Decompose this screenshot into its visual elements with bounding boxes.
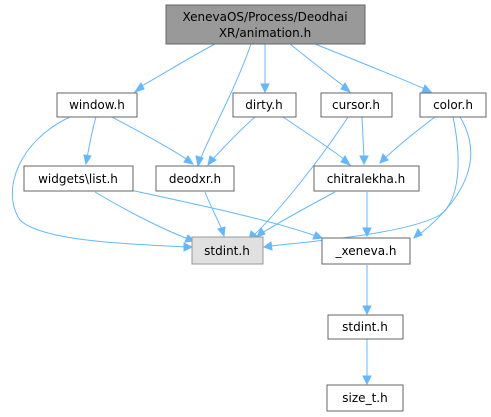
edge-window-widgets-arrow: [83, 154, 92, 166]
node-cursor[interactable]: cursor.h: [320, 92, 393, 118]
node-root[interactable]: XenevaOS/Process/Deodhai XR/animation.h: [165, 4, 366, 45]
node-size-t[interactable]: size_t.h: [326, 384, 404, 412]
edge-dirty-chitralekha-arrow: [340, 155, 352, 166]
stdint2-label: stdint.h: [342, 320, 388, 334]
edge-color-stdint-arrow: [262, 241, 273, 251]
edge-window-deodxr-arrow: [183, 155, 195, 165]
edge-window-widgets: [86, 116, 97, 159]
node-dirty[interactable]: dirty.h: [232, 92, 297, 118]
edge-cursor-chitralekha-arrow: [359, 155, 369, 166]
edge-widgets-stdint: [94, 191, 189, 240]
edge-root-color: [314, 43, 426, 90]
edge-stdint2-sizet-arrow: [362, 375, 372, 386]
edge-widgets-xeneva-arrow: [312, 231, 324, 240]
node-window[interactable]: window.h: [56, 92, 138, 118]
chitralekha-label: chitralekha.h: [327, 172, 406, 186]
edge-color-chitralekha: [384, 116, 436, 159]
edge-deodxr-stdint-arrow: [217, 226, 226, 238]
edge-color-chitralekha-arrow: [379, 152, 389, 164]
node-color[interactable]: color.h: [419, 92, 487, 118]
deodxr-label: deodxr.h: [169, 172, 221, 186]
edge-chitralekha-xeneva-arrow: [362, 227, 372, 238]
edge-root-dirty-arrow: [260, 83, 270, 94]
node-stdint2[interactable]: stdint.h: [327, 314, 404, 340]
edge-root-cursor-arrow: [340, 82, 352, 93]
edge-root-window: [139, 43, 216, 88]
edge-root-cursor: [289, 43, 346, 88]
stdint-highlight-label: stdint.h: [204, 244, 250, 258]
edge-xeneva-stdint2-arrow: [362, 305, 372, 316]
dirty-label: dirty.h: [245, 98, 282, 112]
node-widgets-list[interactable]: widgets\list.h: [23, 165, 134, 192]
edge-window-deodxr: [111, 116, 189, 161]
edge-chitralekha-stdint-arrow: [256, 226, 266, 238]
edge-color-xeneva-arrow: [413, 227, 423, 239]
edge-window-stdint: [11, 116, 187, 248]
window-label: window.h: [69, 98, 125, 112]
xeneva-label: _xeneva.h: [335, 244, 397, 258]
node-stdint-highlight[interactable]: stdint.h: [191, 236, 264, 265]
edge-color-xeneva: [419, 116, 472, 235]
edge-dirty-deodxr: [211, 116, 256, 161]
node-xeneva[interactable]: _xeneva.h: [321, 237, 411, 265]
node-deodxr[interactable]: deodxr.h: [155, 165, 235, 192]
edge-root-color-arrow: [421, 84, 433, 93]
edges: [11, 43, 472, 386]
edge-dirty-deodxr-arrow: [207, 155, 217, 167]
root-label-line1: XenevaOS/Process/Deodhai: [182, 10, 347, 24]
cursor-label: cursor.h: [332, 98, 380, 112]
edge-deodxr-stdint: [204, 191, 223, 231]
widgets-list-label: widgets\list.h: [38, 172, 118, 186]
size-t-label: size_t.h: [342, 391, 387, 405]
edge-window-stdint-arrow: [183, 242, 194, 252]
color-label: color.h: [433, 98, 473, 112]
edge-root-window-arrow: [133, 82, 145, 93]
edge-dirty-chitralekha: [282, 116, 346, 161]
edge-cursor-chitralekha: [361, 116, 365, 159]
edge-cursor-stdint: [252, 116, 349, 237]
edge-root-deodxr: [199, 43, 252, 161]
node-chitralekha[interactable]: chitralekha.h: [313, 165, 420, 192]
edge-root-deodxr-arrow: [195, 155, 204, 168]
edge-widgets-xeneva: [129, 189, 317, 237]
root-label-line2: XR/animation.h: [219, 26, 311, 40]
edge-chitralekha-stdint: [261, 191, 336, 234]
